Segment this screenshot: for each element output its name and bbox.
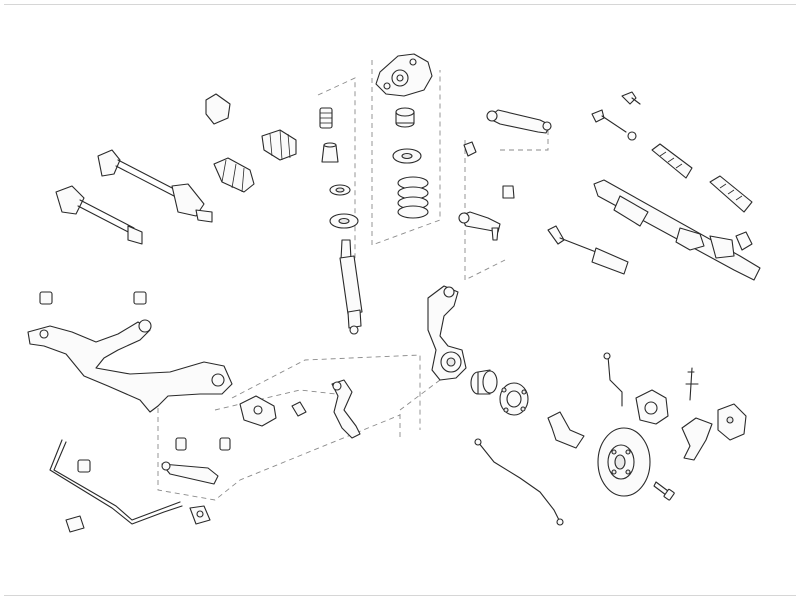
spring-seat [392,148,422,164]
lower-control-arm [239,379,361,439]
upper-control-arm-lower [458,185,515,241]
stabilizer-bar [49,439,183,533]
brake-hose [474,438,564,526]
steering-boot [651,143,753,213]
control-arm-bushing-left [39,291,147,305]
dust-cover [319,107,339,163]
abs-sensor [603,352,699,407]
brake-disc [597,427,651,497]
brake-backing-plate [547,411,585,449]
control-arm-bushing [470,369,498,395]
strut-mount [375,53,433,97]
steering-rack [593,179,761,281]
brake-pads [717,403,747,441]
drive-shaft [55,149,213,245]
subframe [27,319,233,413]
wheel-bolt [653,481,675,501]
upper-control-arm [463,109,552,157]
tie-rod-end [591,91,641,141]
stabilizer-link [161,437,231,525]
cv-boot [205,93,297,193]
steering-damper [547,225,629,275]
coil-spring [397,176,429,219]
brake-caliper [635,389,713,461]
steering-knuckle [427,285,467,381]
wheel-bearing-hub [499,382,529,416]
bump-stop [395,107,415,128]
shock-absorber [329,184,363,335]
